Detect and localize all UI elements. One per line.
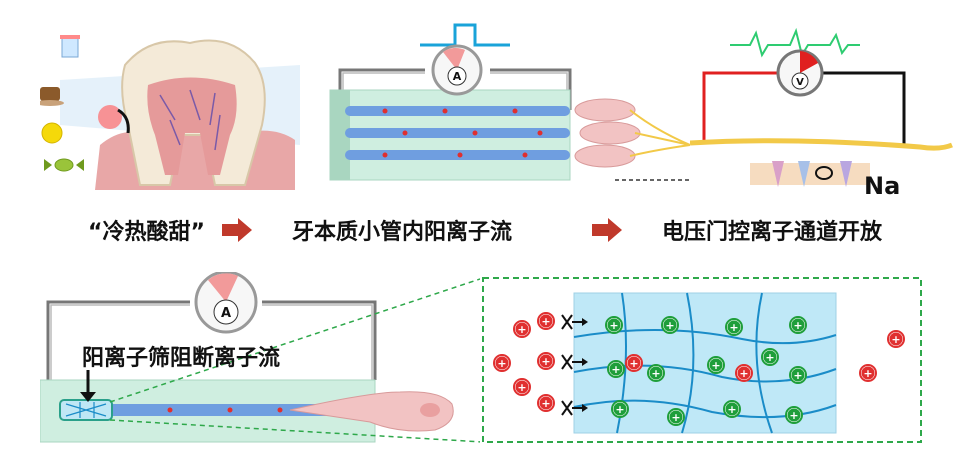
cation-icon: +	[735, 364, 753, 382]
cation-icon: +	[513, 378, 531, 396]
arrow-right-icon	[222, 218, 252, 242]
cation-icon: +	[611, 400, 629, 418]
cation-icon: +	[513, 320, 531, 338]
svg-text:+: +	[891, 333, 900, 346]
cation-icon: +	[887, 330, 905, 348]
svg-text:+: +	[863, 367, 872, 380]
candy-icon	[44, 158, 84, 172]
svg-text:+: +	[541, 397, 550, 410]
ammeter-icon	[431, 44, 483, 96]
lemon-icon	[41, 122, 63, 144]
arrow-right-icon	[592, 218, 622, 242]
stimuli-label: “冷热酸甜”	[88, 220, 205, 245]
svg-text:+: +	[611, 363, 620, 376]
cation-icon: +	[789, 366, 807, 384]
svg-text:+: +	[541, 315, 550, 328]
cation-icon: +	[725, 318, 743, 336]
voltmeter-icon	[776, 49, 824, 97]
svg-text:+: +	[665, 319, 674, 332]
svg-text:+: +	[517, 323, 526, 336]
cation-icon: +	[493, 354, 511, 372]
coffee-cup-icon	[40, 87, 64, 106]
svg-text:+: +	[765, 351, 774, 364]
svg-text:+: +	[727, 403, 736, 416]
svg-text:+: +	[671, 411, 680, 424]
cation-icon: +	[537, 312, 555, 330]
tubule-ammeter-diagram: A	[329, 23, 690, 181]
voltage-channel-diagram: V	[690, 27, 953, 187]
svg-text:+: +	[615, 403, 624, 416]
svg-text:+: +	[793, 369, 802, 382]
tooth-illustration	[40, 35, 300, 190]
cation-icon: +	[859, 364, 877, 382]
sodium-label: Na	[864, 172, 901, 200]
svg-text:+: +	[629, 357, 638, 370]
blocking-label: 阳离子筛阻断离子流	[82, 346, 281, 371]
tubule-flow-label: 牙本质小管内阳离子流	[292, 220, 513, 245]
cation-icon: +	[661, 316, 679, 334]
cation-icon: +	[723, 400, 741, 418]
cation-icon: +	[707, 356, 725, 374]
svg-text:+: +	[517, 381, 526, 394]
cation-icon: +	[667, 408, 685, 426]
ammeter-symbol: A	[221, 306, 231, 321]
svg-text:+: +	[711, 359, 720, 372]
ice-cup-icon	[60, 35, 80, 58]
svg-text:+: +	[541, 355, 550, 368]
voltmeter-symbol: V	[796, 77, 804, 88]
cation-icon: +	[789, 316, 807, 334]
svg-text:+: +	[789, 409, 798, 422]
pulse-signal	[420, 23, 510, 47]
ammeter-symbol: A	[453, 70, 462, 83]
cation-icon: +	[761, 348, 779, 366]
cation-icon: +	[785, 406, 803, 424]
channel-open-label: 电压门控离子通道开放	[662, 220, 883, 245]
cation-icon: +	[605, 316, 623, 334]
cation-icon: +	[625, 354, 643, 372]
ecg-signal	[730, 27, 860, 58]
blocked-tubule-diagram: A	[40, 272, 480, 443]
svg-text:+: +	[793, 319, 802, 332]
cation-icon: +	[647, 364, 665, 382]
cation-icon: +	[537, 394, 555, 412]
cation-icon: +	[607, 360, 625, 378]
svg-text:+: +	[739, 367, 748, 380]
ion-channel-icon	[772, 161, 852, 187]
cation-markers: + + + + + + + + + + + + + + + + + + + + + + +	[493, 312, 905, 426]
cation-icon: +	[537, 352, 555, 370]
svg-text:+: +	[497, 357, 506, 370]
svg-text:+: +	[609, 319, 618, 332]
svg-text:+: +	[729, 321, 738, 334]
svg-text:+: +	[651, 367, 660, 380]
ammeter-icon	[194, 272, 258, 334]
